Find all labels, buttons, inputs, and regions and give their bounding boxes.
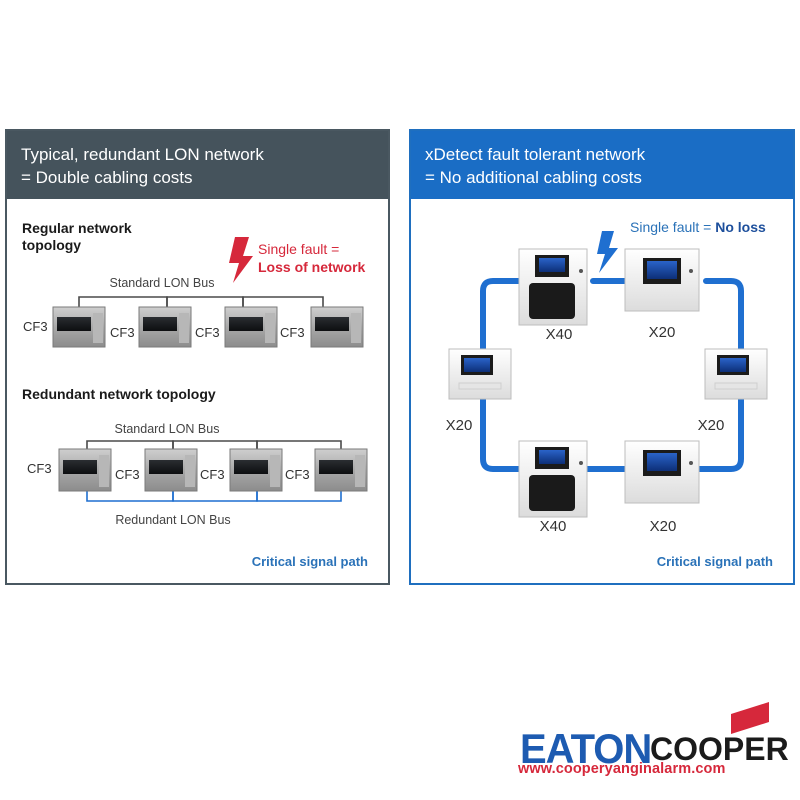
brand-logo: EATON COOPER www.cooperyanginalarm.com xyxy=(518,700,789,785)
redundant-node-2 xyxy=(144,448,198,492)
label-x20-bottom: X20 xyxy=(650,518,677,535)
redundant-node-label-4: CF3 xyxy=(285,467,310,482)
left-title-line2: = Double cabling costs xyxy=(21,168,193,187)
label-x20-mid-right: X20 xyxy=(698,417,725,434)
regular-node-label-3: CF3 xyxy=(195,325,220,340)
device-x20-mid-right xyxy=(704,348,768,400)
redundant-node-4 xyxy=(314,448,368,492)
regular-node-label-4: CF3 xyxy=(280,325,305,340)
regular-node-4 xyxy=(310,306,364,348)
redundant-bus-label: Redundant LON Bus xyxy=(115,513,230,527)
left-panel: Typical, redundant LON network = Double … xyxy=(5,129,390,585)
regular-node-label-2: CF3 xyxy=(110,325,135,340)
left-fault-line1: Single fault = xyxy=(258,241,339,257)
right-diagram: Single fault = No loss xyxy=(446,219,768,535)
right-panel: xDetect fault tolerant network = No addi… xyxy=(409,129,795,585)
right-critical-path-label: Critical signal path xyxy=(656,554,773,569)
redundant-standard-bus xyxy=(86,440,342,453)
regular-node-3 xyxy=(224,306,278,348)
lightning-bolt-icon-blue xyxy=(597,231,618,273)
device-x40-top xyxy=(518,248,588,326)
redundant-node-1 xyxy=(58,448,112,492)
redundant-lon-bus xyxy=(86,491,342,502)
label-x20-mid-left: X20 xyxy=(446,417,473,434)
right-fault-prefix: Single fault = xyxy=(630,219,715,235)
device-x20-mid-left xyxy=(448,348,512,400)
redundant-node-label-1: CF3 xyxy=(27,461,52,476)
label-x40-bottom: X40 xyxy=(540,518,567,535)
left-critical-path-label: Critical signal path xyxy=(251,554,368,569)
regular-node-2 xyxy=(138,306,192,348)
device-x40-bottom xyxy=(518,440,588,518)
device-x20-top xyxy=(624,248,700,312)
regular-node-label-1: CF3 xyxy=(23,319,48,334)
ring-bus xyxy=(480,278,744,472)
regular-bus-lines xyxy=(78,296,324,309)
lightning-bolt-icon xyxy=(229,237,253,283)
right-title-line1: xDetect fault tolerant network xyxy=(425,145,646,164)
label-x40-top: X40 xyxy=(546,326,573,343)
label-x20-top: X20 xyxy=(649,324,676,341)
right-fault-result: No loss xyxy=(715,219,766,235)
device-x20-bottom xyxy=(624,440,700,504)
redundant-node-label-3: CF3 xyxy=(200,467,225,482)
redundant-node-label-2: CF3 xyxy=(115,467,140,482)
left-title-line1: Typical, redundant LON network xyxy=(21,145,264,164)
right-title-line2: = No additional cabling costs xyxy=(425,168,642,187)
cooper-flag-icon xyxy=(731,702,769,734)
brand-eaton: EATON xyxy=(520,726,652,773)
brand-cooper: COOPER xyxy=(650,731,789,767)
regular-heading-line2: topology xyxy=(22,237,81,253)
redundant-node-3 xyxy=(229,448,283,492)
redundant-heading: Redundant network topology xyxy=(22,386,216,402)
regular-node-1 xyxy=(52,306,106,348)
left-fault-line2: Loss of network xyxy=(258,259,366,275)
right-fault-label: Single fault = No loss xyxy=(630,219,766,235)
left-diagram: Regular network topology Single fault = … xyxy=(22,220,368,527)
left-panel-header: Typical, redundant LON network = Double … xyxy=(7,131,388,199)
standard-bus-label-2: Standard LON Bus xyxy=(115,422,220,436)
right-panel-header: xDetect fault tolerant network = No addi… xyxy=(411,131,793,199)
regular-heading-line1: Regular network xyxy=(22,220,132,236)
brand-url[interactable]: www.cooperyanginalarm.com xyxy=(518,761,726,777)
standard-bus-label: Standard LON Bus xyxy=(110,276,215,290)
